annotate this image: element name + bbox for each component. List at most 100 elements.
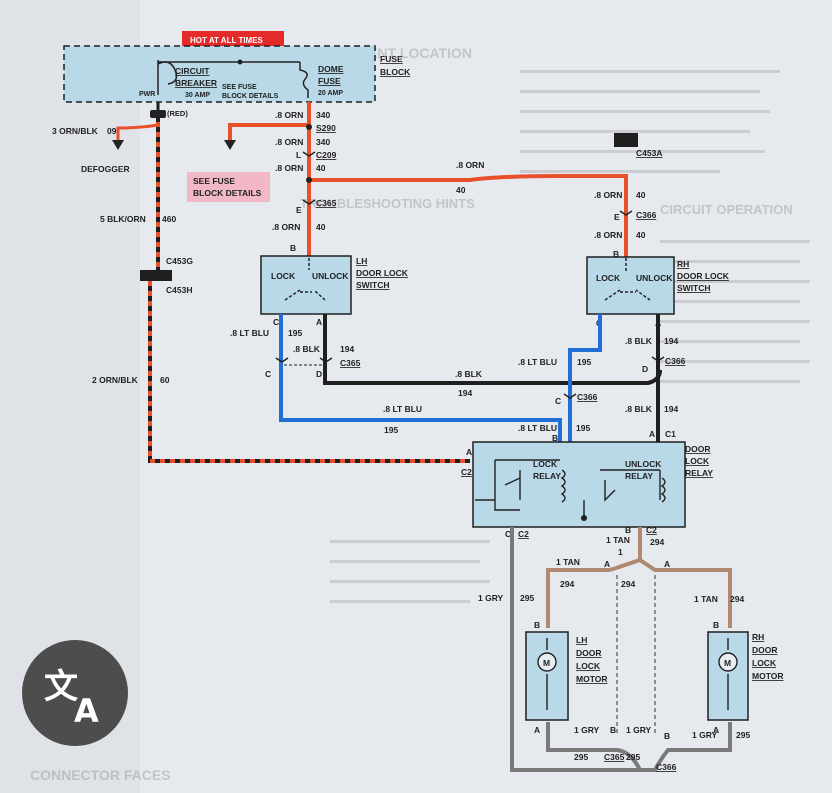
c453a-label: C453A: [636, 148, 662, 158]
c195a: 195: [288, 328, 302, 338]
svg-text:TROUBLESHOOTING HINTS: TROUBLESHOOTING HINTS: [300, 196, 475, 211]
pin-b-left: B: [290, 243, 296, 253]
s290-splice: S290: [316, 123, 336, 133]
relay-294: 294: [650, 537, 664, 547]
relay-c2-right: C2: [646, 525, 657, 535]
tan-r: 1 TAN: [694, 594, 718, 604]
relay-title-1: DOOR: [685, 444, 711, 454]
lb-left: .8 LT BLU: [230, 328, 269, 338]
pin-b-c366: B: [664, 731, 670, 741]
c295-b3: 295: [736, 730, 750, 740]
lock-relay-label2: RELAY: [533, 471, 561, 481]
rh-motor-title-4: MOTOR: [752, 671, 783, 681]
dome-fuse-label2: FUSE: [318, 76, 341, 86]
c195-r: 195: [577, 357, 591, 367]
rh-unlock-label: UNLOCK: [636, 273, 673, 283]
circuit-breaker-label: CIRCUIT: [175, 66, 210, 76]
c366b-label: C366: [665, 356, 686, 366]
defogger-arrow: [112, 140, 124, 150]
gry-b1: 1 GRY: [574, 725, 600, 735]
relay-title-3: RELAY: [685, 468, 713, 478]
pin-d-right: D: [642, 364, 648, 374]
connector-c453: [140, 270, 172, 281]
unlock-relay-label2: RELAY: [625, 471, 653, 481]
c294-r: 294: [730, 594, 744, 604]
lh-switch-title-2: DOOR LOCK: [356, 268, 409, 278]
relay-c2-bot: C2: [518, 529, 529, 539]
rh-motor-title-2: DOOR: [752, 645, 778, 655]
c194-relay: 194: [664, 404, 678, 414]
rh-door-lock-switch: [586, 256, 675, 315]
rh-switch-title-1: RH: [677, 259, 689, 269]
blk-relay: .8 BLK: [625, 404, 653, 414]
lh-motor-title-4: MOTOR: [576, 674, 607, 684]
fuse-block-title: FUSE: [380, 54, 403, 64]
pin-e-left: E: [296, 205, 302, 215]
see-fuse-1: SEE FUSE: [222, 84, 257, 91]
lh-motor-pin-a: A: [534, 725, 540, 735]
c40b: 40: [316, 222, 326, 232]
pin-d-left: D: [316, 369, 322, 379]
rh-switch-title-2: DOOR LOCK: [677, 271, 730, 281]
lh-pin-a: A: [316, 317, 322, 327]
relay-c2-left: C2: [461, 467, 472, 477]
rh-switch-title-3: SWITCH: [677, 283, 711, 293]
c40-r2: 40: [636, 230, 646, 240]
defogger-circuit: 09: [107, 126, 117, 136]
c295-b2: 295: [626, 752, 640, 762]
svg-text:CIRCUIT OPERATION: CIRCUIT OPERATION: [660, 202, 793, 217]
relay-title-2: LOCK: [685, 456, 710, 466]
lh-motor-title-1: LH: [576, 635, 587, 645]
dome-fuse-label: DOME: [318, 64, 344, 74]
lh-motor-pin-b: B: [534, 620, 540, 630]
hot-at-all-times-tag: [182, 31, 284, 47]
tan1: 1 TAN: [556, 557, 580, 567]
c453g-label: C453G: [166, 256, 193, 266]
orn-r2: .8 ORN: [594, 230, 622, 240]
c365a-label: C365: [316, 198, 337, 208]
cb-amp: 30 AMP: [185, 92, 210, 99]
gry-left: 1 GRY: [478, 593, 504, 603]
gry-b2: 1 GRY: [626, 725, 652, 735]
c340b: 340: [316, 137, 330, 147]
c366c-label: C366: [577, 392, 598, 402]
c295-b1: 295: [574, 752, 588, 762]
defogger-label: DEFOGGER: [81, 164, 130, 174]
unlock-relay-label: UNLOCK: [625, 459, 662, 469]
tan-mid: 1 TAN: [606, 535, 630, 545]
circuit-breaker-label2: BREAKER: [175, 78, 217, 88]
c365c-label: C365: [604, 752, 625, 762]
red-label: (RED): [167, 109, 188, 118]
blk-left: .8 BLK: [293, 344, 321, 354]
pin-a-relay: A: [649, 429, 655, 439]
translate-button[interactable]: 文 A: [22, 640, 128, 746]
ghost-text: COMPONENT LOCATION TROUBLESHOOTING HINTS…: [30, 45, 810, 783]
lh-motor-m: M: [543, 658, 550, 668]
hot-label: HOT AT ALL TIMES: [190, 36, 264, 45]
rh-motor-title-1: RH: [752, 632, 764, 642]
rh-motor-title-3: LOCK: [752, 658, 777, 668]
c1-label: C1: [665, 429, 676, 439]
orn-blk-wire: 2 ORN/BLK: [92, 375, 139, 385]
pwr-label: PWR: [139, 91, 155, 98]
rh-motor-m: M: [724, 658, 731, 668]
lh-unlock-label: UNLOCK: [312, 271, 349, 281]
lh-lock-label: LOCK: [271, 271, 296, 281]
lh-motor-title-3: LOCK: [576, 661, 601, 671]
connector-c453a: [614, 133, 638, 147]
lb-r: .8 LT BLU: [518, 357, 557, 367]
blk-orn-wire: 5 BLK/ORN: [100, 214, 146, 224]
pin-l: L: [296, 150, 301, 160]
orn4: .8 ORN: [272, 222, 300, 232]
orn-top: .8 ORN: [456, 160, 484, 170]
c295a: 295: [520, 593, 534, 603]
pin-b-right: B: [613, 249, 619, 259]
svg-text:CONNECTOR FACES: CONNECTOR FACES: [30, 767, 171, 783]
c294a: 294: [560, 579, 574, 589]
lh-motor-title-2: DOOR: [576, 648, 602, 658]
c340a: 340: [316, 110, 330, 120]
see-fuse-note: [187, 172, 270, 202]
rh-lock-label: LOCK: [596, 273, 621, 283]
c366d-label: C366: [656, 762, 677, 772]
